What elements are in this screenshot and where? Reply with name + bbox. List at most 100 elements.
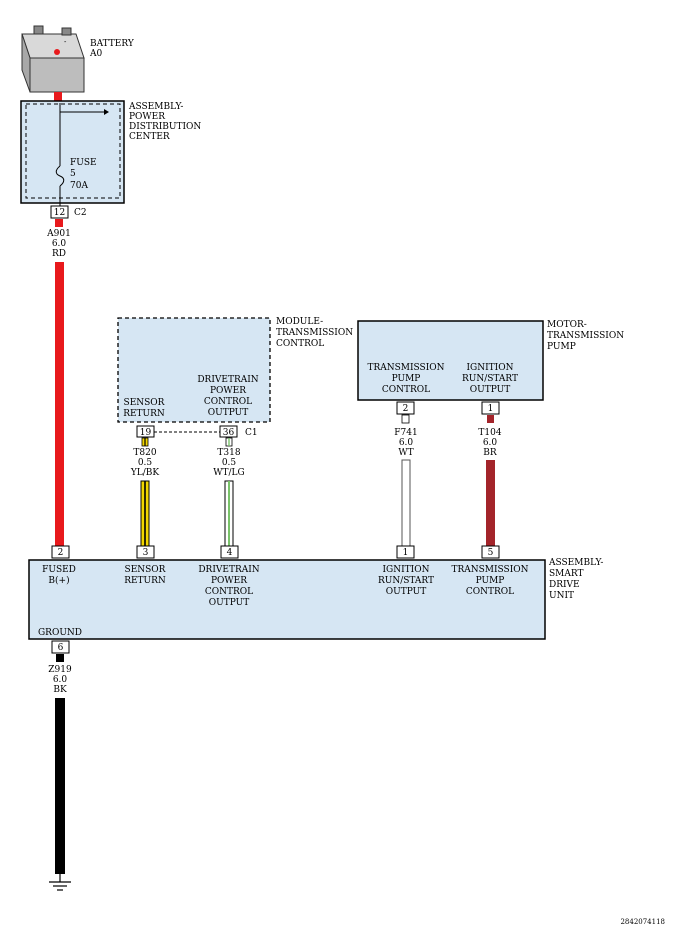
pump-pin-2 — [396, 401, 415, 415]
ground-icon — [49, 874, 71, 891]
power-distribution-center — [20, 100, 125, 204]
pdc-inner-outline — [25, 103, 121, 199]
pump-pin-2-label: 2 — [403, 404, 409, 414]
pdc-name-line-2: POWER — [129, 112, 165, 122]
tcm-name-line-3: CONTROL — [276, 339, 324, 349]
wire-t318-stub — [225, 437, 233, 447]
battery-icon: - — [21, 25, 85, 93]
wire-t820 — [140, 480, 150, 547]
sdu-ign-line-3: OUTPUT — [386, 587, 426, 597]
sdu-name-line-4: UNIT — [549, 591, 574, 601]
tcm-drivetrain-line-2: POWER — [210, 386, 246, 396]
wire-z919-circuit: Z919 — [48, 665, 72, 675]
wire-t318 — [224, 480, 234, 547]
sdu-ign-line-1: IGNITION — [383, 565, 430, 575]
pump-tpc-line-2: PUMP — [392, 374, 421, 384]
wire-t104 — [486, 460, 495, 546]
wire-t104-stub — [487, 415, 494, 423]
tcm-pin-36 — [219, 425, 238, 438]
sdu-pin-3-label: 3 — [143, 548, 149, 558]
tcm-name-line-2: TRANSMISSION — [276, 328, 353, 338]
wire-t104-color: BR — [483, 448, 497, 458]
sdu-pin-6-label: 6 — [58, 643, 64, 653]
pump-name-line-2: TRANSMISSION — [547, 331, 624, 341]
battery-cable — [54, 92, 62, 101]
wire-a901-color: RD — [52, 249, 66, 259]
sdu-sensor-return-line-2: RETURN — [124, 576, 166, 586]
pump-name-line-1: MOTOR- — [547, 320, 587, 330]
tcm-drivetrain-line-4: OUTPUT — [208, 408, 248, 418]
sdu-name-line-3: DRIVE — [549, 580, 580, 590]
pump-ign-line-2: RUN/START — [462, 374, 518, 384]
sdu-pin-2 — [51, 545, 70, 559]
pdc-pin-12-label: 12 — [54, 208, 65, 218]
sdu-fused-line-2: B(+) — [48, 575, 69, 586]
wire-t318-gauge: 0.5 — [222, 458, 237, 468]
sdu-sensor-return-line-1: SENSOR — [125, 565, 166, 575]
sdu-pin-6 — [51, 640, 70, 654]
sdu-ground-label: GROUND — [38, 628, 82, 638]
tcm-sensor-return-line-2: RETURN — [123, 409, 165, 419]
sdu-name-line-1: ASSEMBLY- — [548, 558, 603, 568]
tcm-pin-19-label: 19 — [140, 428, 152, 438]
pump-ign-line-1: IGNITION — [467, 363, 514, 373]
sdu-tpc-line-3: CONTROL — [466, 587, 514, 597]
wire-f741 — [401, 459, 411, 547]
pdc-name-line-4: CENTER — [129, 132, 170, 142]
sdu-pin-1 — [396, 545, 415, 559]
arrow-right-icon — [104, 109, 109, 115]
pump-name-line-3: PUMP — [547, 342, 576, 352]
wire-z919 — [55, 698, 65, 874]
pump-tpc-line-1: TRANSMISSION — [367, 363, 444, 373]
sdu-fused-line-1: FUSED — [42, 565, 76, 575]
wire-a901-circuit: A901 — [46, 229, 71, 239]
tcm-drivetrain-line-1: DRIVETRAIN — [197, 375, 258, 385]
fuse-label: FUSE — [70, 158, 97, 168]
pdc-pin-12 — [50, 205, 69, 219]
tcm-name-line-1: MODULE- — [276, 317, 323, 327]
battery-label: BATTERY — [90, 39, 135, 49]
sdu-pin-5-label: 5 — [488, 548, 494, 558]
smart-drive-unit — [28, 559, 546, 640]
transmission-pump-motor — [357, 320, 544, 401]
sdu-pin-1-label: 1 — [403, 548, 409, 558]
pump-ign-line-3: OUTPUT — [470, 385, 510, 395]
wire-z919-gauge: 6.0 — [53, 675, 68, 685]
wire-t104-circuit: T104 — [478, 428, 501, 438]
wire-t820-circuit: T820 — [133, 448, 156, 458]
sdu-pin-3 — [136, 545, 155, 559]
wire-f741-color: WT — [398, 448, 413, 458]
sdu-pin-4-label: 4 — [227, 548, 233, 558]
sdu-pin-4 — [220, 545, 239, 559]
figure-id: 2842074118 — [620, 918, 665, 926]
wire-f741-stub — [401, 414, 410, 424]
tcm-drivetrain-line-3: CONTROL — [204, 397, 252, 407]
transmission-control-module — [117, 317, 271, 423]
wire-t820-color: YL/BK — [130, 468, 160, 478]
wire-a901 — [55, 262, 64, 546]
sdu-pin-2-label: 2 — [58, 548, 64, 558]
pump-tpc-line-3: CONTROL — [382, 385, 430, 395]
sdu-drivetrain-line-1: DRIVETRAIN — [198, 565, 259, 575]
wire-z919-stub — [56, 654, 64, 662]
pdc-connector-label: C2 — [74, 208, 87, 218]
wire-t318-color: WT/LG — [213, 468, 244, 478]
pump-pin-1-label: 1 — [488, 404, 494, 414]
pdc-name-line-1: ASSEMBLY- — [128, 102, 183, 112]
tcm-connector-label: C1 — [245, 428, 258, 438]
fuse-number: 5 — [70, 169, 76, 179]
wire-z919-color: BK — [53, 685, 67, 695]
fuse-rating: 70A — [70, 181, 88, 191]
tcm-pin-36-label: 36 — [223, 428, 235, 438]
wire-f741-gauge: 6.0 — [399, 438, 414, 448]
fuse-icon — [55, 165, 65, 187]
wire-t820-stub — [141, 437, 149, 447]
wire-a901-stub — [55, 219, 63, 227]
pump-pin-1 — [481, 401, 500, 415]
sdu-pin-5 — [481, 545, 500, 559]
sdu-drivetrain-line-3: CONTROL — [205, 587, 253, 597]
sdu-name-line-2: SMART — [549, 569, 584, 579]
tcm-sensor-return-line-1: SENSOR — [124, 398, 165, 408]
sdu-drivetrain-line-4: OUTPUT — [209, 598, 249, 608]
sdu-ign-line-2: RUN/START — [378, 576, 434, 586]
